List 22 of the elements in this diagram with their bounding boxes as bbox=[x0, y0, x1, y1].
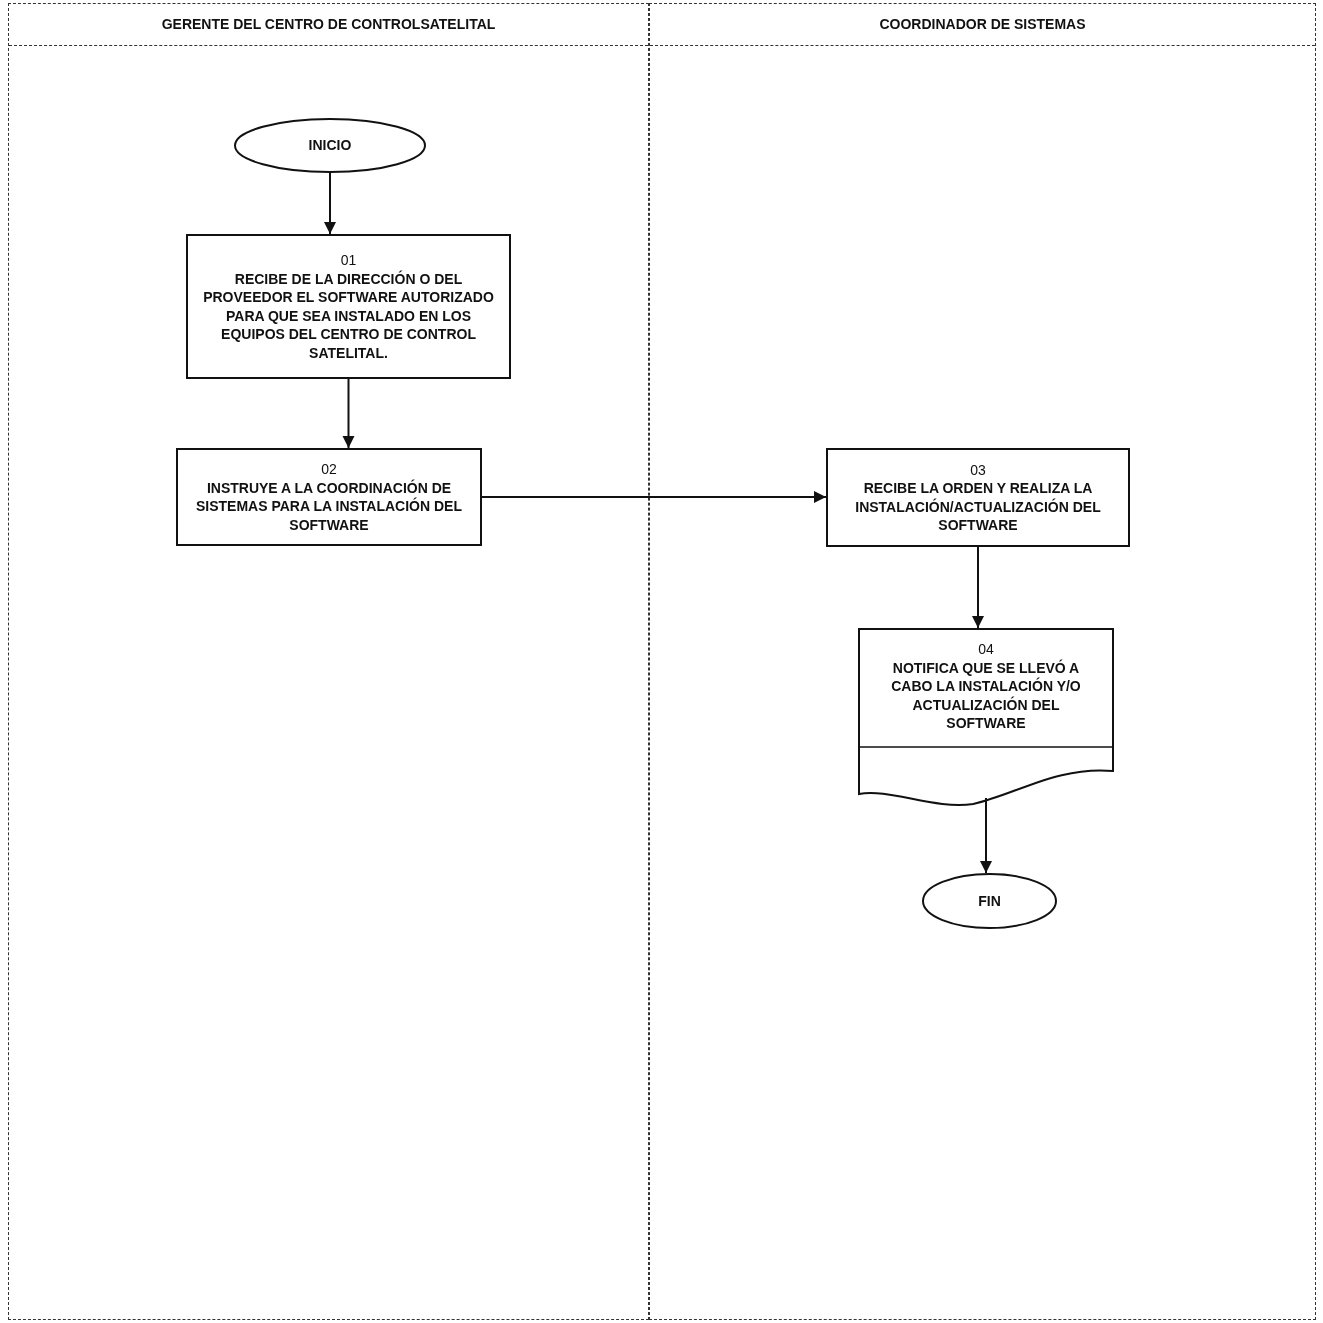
arrow bbox=[972, 546, 984, 629]
process-box bbox=[826, 448, 1130, 547]
arrow bbox=[324, 172, 336, 235]
step-text: INSTRUYE A LA COORDINACIÓN DE SISTEMAS PARA LA INSTALACIÓN DEL SOFTWARE bbox=[195, 478, 463, 534]
terminator-label: INICIO bbox=[308, 136, 352, 155]
arrow bbox=[980, 797, 992, 874]
process-box bbox=[176, 448, 482, 546]
step-text: RECIBE DE LA DIRECCIÓN O DEL PROVEEDOR EL SOFTWARE AUTORIZADO PARA QUE SEA INSTALADO EN LOS EQUIPOS DEL CENTRO DE CONTROL SATELITAL. bbox=[202, 269, 495, 362]
step-text: NOTIFICA QUE SE LLEVÓ A CABO LA INSTALACIÓN Y/O ACTUALIZACIÓN DEL SOFTWARE bbox=[890, 658, 1082, 733]
step-text: RECIBE LA ORDEN Y REALIZA LA INSTALACIÓN/ACTUALIZACIÓN DEL SOFTWARE bbox=[854, 479, 1102, 535]
arrow bbox=[481, 491, 827, 503]
step-number: 01 bbox=[340, 251, 357, 270]
lane-header: GERENTE DEL CENTRO DE CONTROLSATELITAL bbox=[161, 15, 496, 34]
terminator-label: FIN bbox=[978, 891, 1001, 911]
lane-header: COORDINADOR DE SISTEMAS bbox=[879, 15, 1086, 34]
swimlane bbox=[8, 3, 649, 1320]
step-number: 04 bbox=[978, 640, 994, 659]
step-number: 03 bbox=[970, 460, 986, 479]
step-number: 02 bbox=[321, 460, 337, 479]
swimlane bbox=[649, 3, 1316, 1320]
arrow bbox=[342, 378, 355, 449]
process-box bbox=[186, 234, 511, 379]
